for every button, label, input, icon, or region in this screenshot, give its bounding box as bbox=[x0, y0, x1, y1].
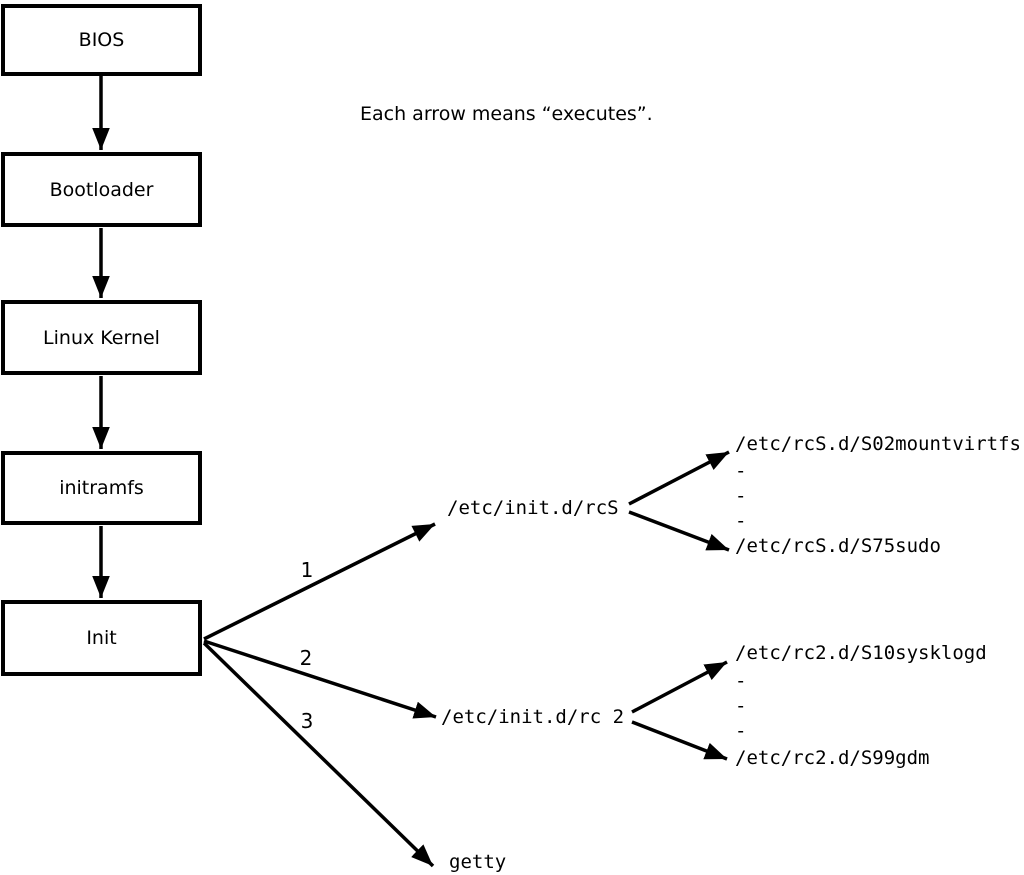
rc2-ellipsis-dash-3: - bbox=[735, 720, 747, 742]
node-rc2-first-script: /etc/rc2.d/S10sysklogd bbox=[735, 642, 987, 664]
node-init-label: Init bbox=[86, 627, 117, 649]
node-etc-init-d-rc2: /etc/init.d/rc 2 bbox=[441, 706, 625, 728]
node-rc2-last-script: /etc/rc2.d/S99gdm bbox=[735, 747, 930, 769]
node-getty: getty bbox=[449, 851, 507, 873]
arrow-rcs-to-s75sudo bbox=[628, 510, 730, 552]
arrow-order-3: 3 bbox=[300, 709, 314, 733]
node-etc-init-d-rcs: /etc/init.d/rcS bbox=[447, 497, 619, 519]
arrow-rc2-to-s10sysklogd bbox=[631, 660, 728, 714]
node-linux-kernel-label: Linux Kernel bbox=[43, 326, 160, 349]
node-init: Init bbox=[1, 600, 202, 676]
arrow-init-to-rcs bbox=[203, 522, 436, 641]
legend-caption: Each arrow means “executes”. bbox=[360, 103, 653, 125]
node-initramfs-label: initramfs bbox=[59, 477, 144, 499]
arrow-rc2-to-s99gdm bbox=[631, 720, 728, 761]
arrow-init-to-getty bbox=[202, 641, 435, 868]
node-rcs-first-script: /etc/rcS.d/S02mountvirtfs bbox=[735, 433, 1021, 455]
rcs-ellipsis-dash-3: - bbox=[735, 510, 747, 532]
rcs-ellipsis-dash-1: - bbox=[735, 460, 747, 482]
node-initramfs: initramfs bbox=[1, 451, 202, 525]
arrow-order-2: 2 bbox=[299, 646, 313, 670]
node-bootloader: Bootloader bbox=[1, 152, 202, 227]
node-bootloader-label: Bootloader bbox=[49, 178, 154, 201]
rc2-ellipsis-dash-1: - bbox=[735, 670, 747, 692]
arrow-rcs-to-s02mountvirtfs bbox=[628, 450, 730, 506]
rcs-ellipsis-dash-2: - bbox=[735, 485, 747, 507]
arrow-init-to-rc2 bbox=[203, 639, 437, 719]
node-rcs-last-script: /etc/rcS.d/S75sudo bbox=[735, 535, 941, 557]
node-bios-label: BIOS bbox=[78, 29, 125, 51]
node-bios: BIOS bbox=[1, 4, 202, 76]
arrow-order-1: 1 bbox=[300, 558, 314, 582]
node-linux-kernel: Linux Kernel bbox=[1, 300, 202, 375]
rc2-ellipsis-dash-2: - bbox=[735, 695, 747, 717]
